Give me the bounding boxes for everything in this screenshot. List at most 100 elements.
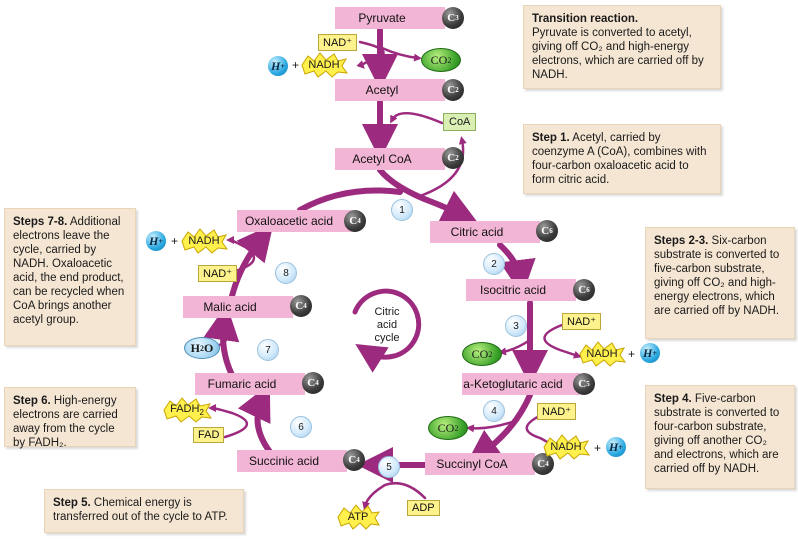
plus-sign: + (171, 234, 179, 248)
arrow-oxaloacetic-join (297, 187, 403, 213)
note-body: Pyruvate is converted to acetyl, giving … (532, 27, 704, 81)
arrow-co2-step3 (498, 338, 532, 356)
h2o-subscript: 2 (200, 343, 204, 353)
note-step-1: Step 1. Acetyl, carried by coenzyme A (C… (523, 124, 721, 194)
arrow-citric-isocitric (497, 242, 536, 296)
molecule-label: Fumaric acid (207, 377, 277, 391)
note-body: Additional electrons leave the cycle, ca… (13, 216, 125, 326)
carbon-symbol: C (447, 12, 456, 24)
note-transition-reaction: Transition reaction. Pyruvate is convert… (523, 5, 721, 89)
arrow-circular-cycle (352, 288, 422, 373)
carbon-number: 6 (549, 227, 553, 235)
co2-label: CO (430, 52, 448, 67)
molecule-citric-acid: Citric acid (430, 221, 540, 243)
arrow-fumaric-malic (203, 304, 240, 378)
ion-charge: + (652, 348, 657, 358)
molecule-label: Oxaloacetic acid (244, 214, 334, 228)
ion-charge: + (158, 236, 163, 246)
nadh-burst-transition: NADH (300, 52, 348, 78)
nadh-label: NADH (550, 441, 582, 453)
note-steps-2-3: Steps 2-3. Six-carbon substrate is conve… (645, 227, 795, 339)
atp-burst: ATP (336, 504, 380, 530)
carbon-symbol: C (349, 215, 358, 227)
step-number-6: 6 (290, 416, 312, 438)
h-plus-ion-step3: H+ (640, 343, 660, 363)
molecule-succinic-acid: Succinic acid (237, 450, 347, 472)
note-step-5: Step 5. Chemical energy is transferred o… (44, 489, 244, 533)
molecule-acetyl-coa: Acetyl CoA (335, 148, 445, 170)
atp-label: ATP (347, 511, 369, 523)
co2-label: CO (437, 420, 455, 435)
molecule-acetyl: Acetyl (335, 79, 445, 101)
carbon-symbol: C (578, 284, 587, 296)
molecule-label: Acetyl (365, 83, 399, 97)
carbon-number: 4 (303, 302, 307, 310)
arrow-adp-atp (362, 481, 427, 510)
carbon-symbol: C (541, 225, 550, 237)
step-number-7: 7 (257, 339, 279, 361)
arrow-to-co2-transition (380, 46, 422, 62)
step-number-8: 8 (275, 262, 297, 284)
fad-tag: FAD (193, 427, 225, 443)
h-plus-ion-transition: H+ (268, 56, 288, 76)
molecule-ketoglutaric-acid: a-Ketoglutaric acid (462, 373, 580, 395)
nad-step4: NAD⁺ (537, 403, 577, 420)
note-title: Step 1. (532, 132, 570, 144)
plus-sign: + (628, 347, 636, 361)
carbon-number: 4 (315, 379, 319, 387)
co2-label: CO (471, 346, 489, 361)
nadh-burst-step4: NADH (542, 434, 590, 460)
note-body: Chemical energy is transferred out of th… (53, 497, 228, 523)
arrow-nad-nadh-step3 (543, 323, 582, 359)
arrow-malic-oxaloacetic (229, 224, 274, 299)
nadh-label: NADH (586, 348, 618, 360)
carbon-symbol: C (578, 378, 587, 390)
ion-symbol: H (271, 58, 281, 73)
carbon-symbol: C (295, 300, 304, 312)
carbon-symbol: C (307, 377, 316, 389)
fadh2-subscript: 2 (199, 408, 204, 418)
plus-sign: + (292, 58, 300, 72)
ion-symbol: H (149, 233, 159, 248)
starburst-icon (301, 52, 348, 78)
h2o-o: O (204, 340, 214, 355)
ion-symbol: H (609, 439, 619, 454)
molecule-label: Malic acid (203, 300, 257, 314)
carbon-symbol: C (447, 84, 456, 96)
note-title: Steps 7-8. (13, 216, 68, 228)
step-number-3: 3 (505, 315, 527, 337)
carbon-number: 4 (357, 217, 361, 225)
carbon-number: 3 (455, 14, 459, 22)
fadh2-text: FADH (170, 402, 200, 415)
arrow-acetylcoa-citric (377, 167, 479, 224)
note-title: Transition reaction. (532, 13, 639, 25)
arrow-coa-join (390, 112, 444, 125)
co2-subscript: 2 (447, 55, 452, 65)
adp-tag: ADP (407, 500, 440, 516)
molecule-label: Isocitric acid (479, 283, 547, 297)
arrow-coa-release (418, 136, 467, 198)
nadh-burst-step3: NADH (578, 341, 626, 367)
molecule-label: Acetyl CoA (352, 152, 412, 166)
step-number-4: 4 (483, 400, 505, 422)
note-step-6: Step 6. High-energy electrons are carrie… (4, 387, 136, 449)
carbon-number: 2 (455, 86, 459, 94)
note-body: Five-carbon substrate is converted to fo… (654, 393, 780, 475)
note-steps-7-8: Steps 7-8. Additional electrons leave th… (4, 208, 136, 346)
carbon-symbol: C (447, 152, 456, 164)
step-number-5: 5 (378, 456, 400, 478)
note-body: Six-carbon substrate is converted to fiv… (654, 235, 780, 317)
nadh-label: NADH (188, 235, 220, 247)
starburst-icon (181, 228, 228, 254)
molecule-label: a-Ketoglutaric acid (463, 377, 563, 391)
arrow-fad-fadh2 (208, 404, 248, 439)
